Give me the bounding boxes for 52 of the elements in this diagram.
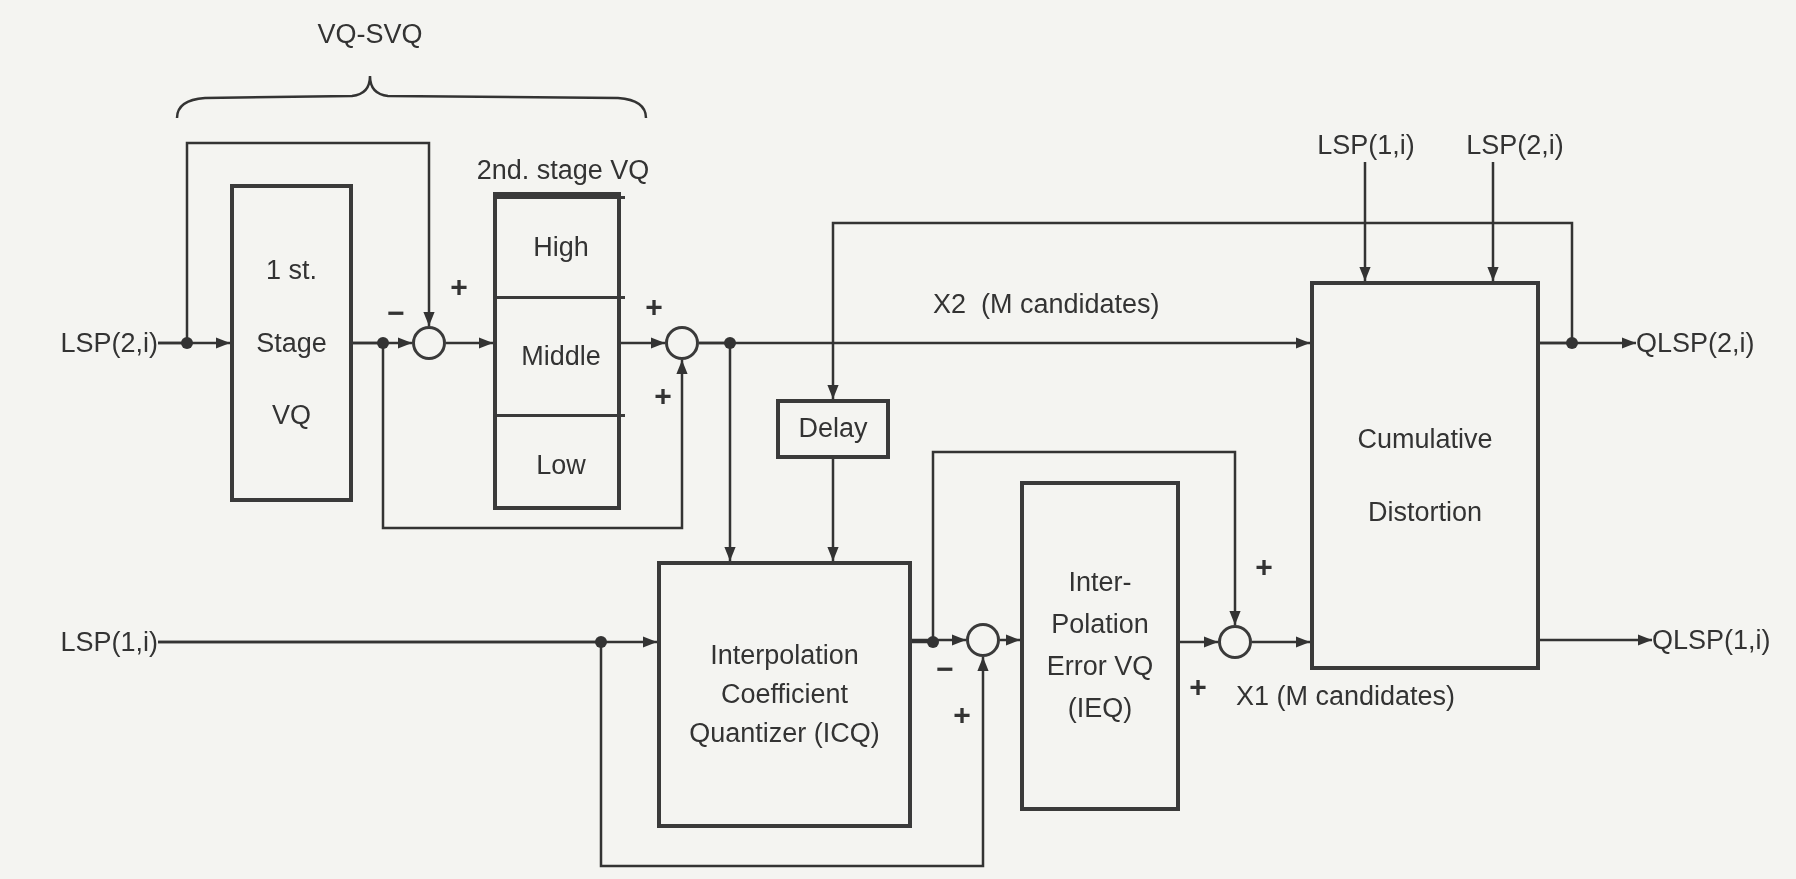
sign-label: − bbox=[387, 294, 405, 331]
arrow bbox=[158, 141, 435, 345]
summing-junction bbox=[665, 326, 699, 360]
sign-label: + bbox=[645, 288, 663, 325]
sign-label: + bbox=[1189, 668, 1207, 705]
arrow bbox=[1359, 162, 1371, 281]
arrow bbox=[912, 634, 966, 646]
summing-junction bbox=[966, 623, 1000, 657]
arrow bbox=[827, 459, 839, 561]
arrow bbox=[353, 341, 688, 530]
arrow bbox=[621, 337, 665, 349]
signal-label: LSP(1,i) bbox=[20, 627, 158, 657]
arrow bbox=[699, 341, 736, 561]
process-box bbox=[657, 561, 912, 828]
sign-label: + bbox=[1255, 548, 1273, 585]
arrow bbox=[158, 640, 989, 868]
group-label: VQ-SVQ bbox=[317, 17, 423, 51]
signal-label: LSP(2,i) bbox=[1440, 128, 1590, 162]
arrow bbox=[827, 221, 1574, 399]
process-box bbox=[776, 399, 890, 459]
box-label: 1 st. Stage VQ bbox=[255, 253, 328, 433]
box-label: Inter- Polation Error VQ (IEQ) bbox=[1045, 566, 1155, 725]
arrow bbox=[1000, 634, 1020, 646]
process-box bbox=[230, 184, 353, 502]
codebook-cell: Middle bbox=[497, 296, 625, 414]
codebook-cell: High bbox=[497, 196, 625, 296]
edge-label: X1 (M candidates) bbox=[1236, 680, 1456, 713]
arrow bbox=[1540, 337, 1636, 349]
arrow bbox=[1252, 636, 1310, 648]
process-box bbox=[1310, 281, 1540, 670]
edge-label: X2 (M candidates) bbox=[933, 288, 1160, 321]
box-label: Delay bbox=[798, 412, 868, 446]
codebook-cell: Low bbox=[497, 414, 625, 514]
process-box bbox=[1020, 481, 1180, 811]
signal-label: LSP(2,i) bbox=[20, 328, 158, 358]
sign-label: − bbox=[936, 650, 954, 687]
signal-label: QLSP(2,i) bbox=[1636, 328, 1791, 358]
arrow bbox=[1540, 634, 1652, 646]
signal-label: QLSP(1,i) bbox=[1652, 625, 1792, 655]
arrow bbox=[446, 337, 493, 349]
sign-label: + bbox=[450, 268, 468, 305]
box-label: Cumulative Distortion bbox=[1356, 422, 1494, 529]
stage-heading: 2nd. stage VQ bbox=[475, 154, 651, 187]
summing-junction bbox=[1218, 625, 1252, 659]
arrow bbox=[1180, 636, 1218, 648]
box-label: Interpolation Coefficient Quantizer (ICQ) bbox=[688, 638, 881, 751]
summing-junction bbox=[412, 326, 446, 360]
arrow bbox=[1487, 162, 1499, 281]
arrow bbox=[912, 450, 1241, 644]
sign-label: + bbox=[654, 377, 672, 414]
sign-label: + bbox=[953, 696, 971, 733]
signal-label: LSP(1,i) bbox=[1316, 128, 1416, 162]
